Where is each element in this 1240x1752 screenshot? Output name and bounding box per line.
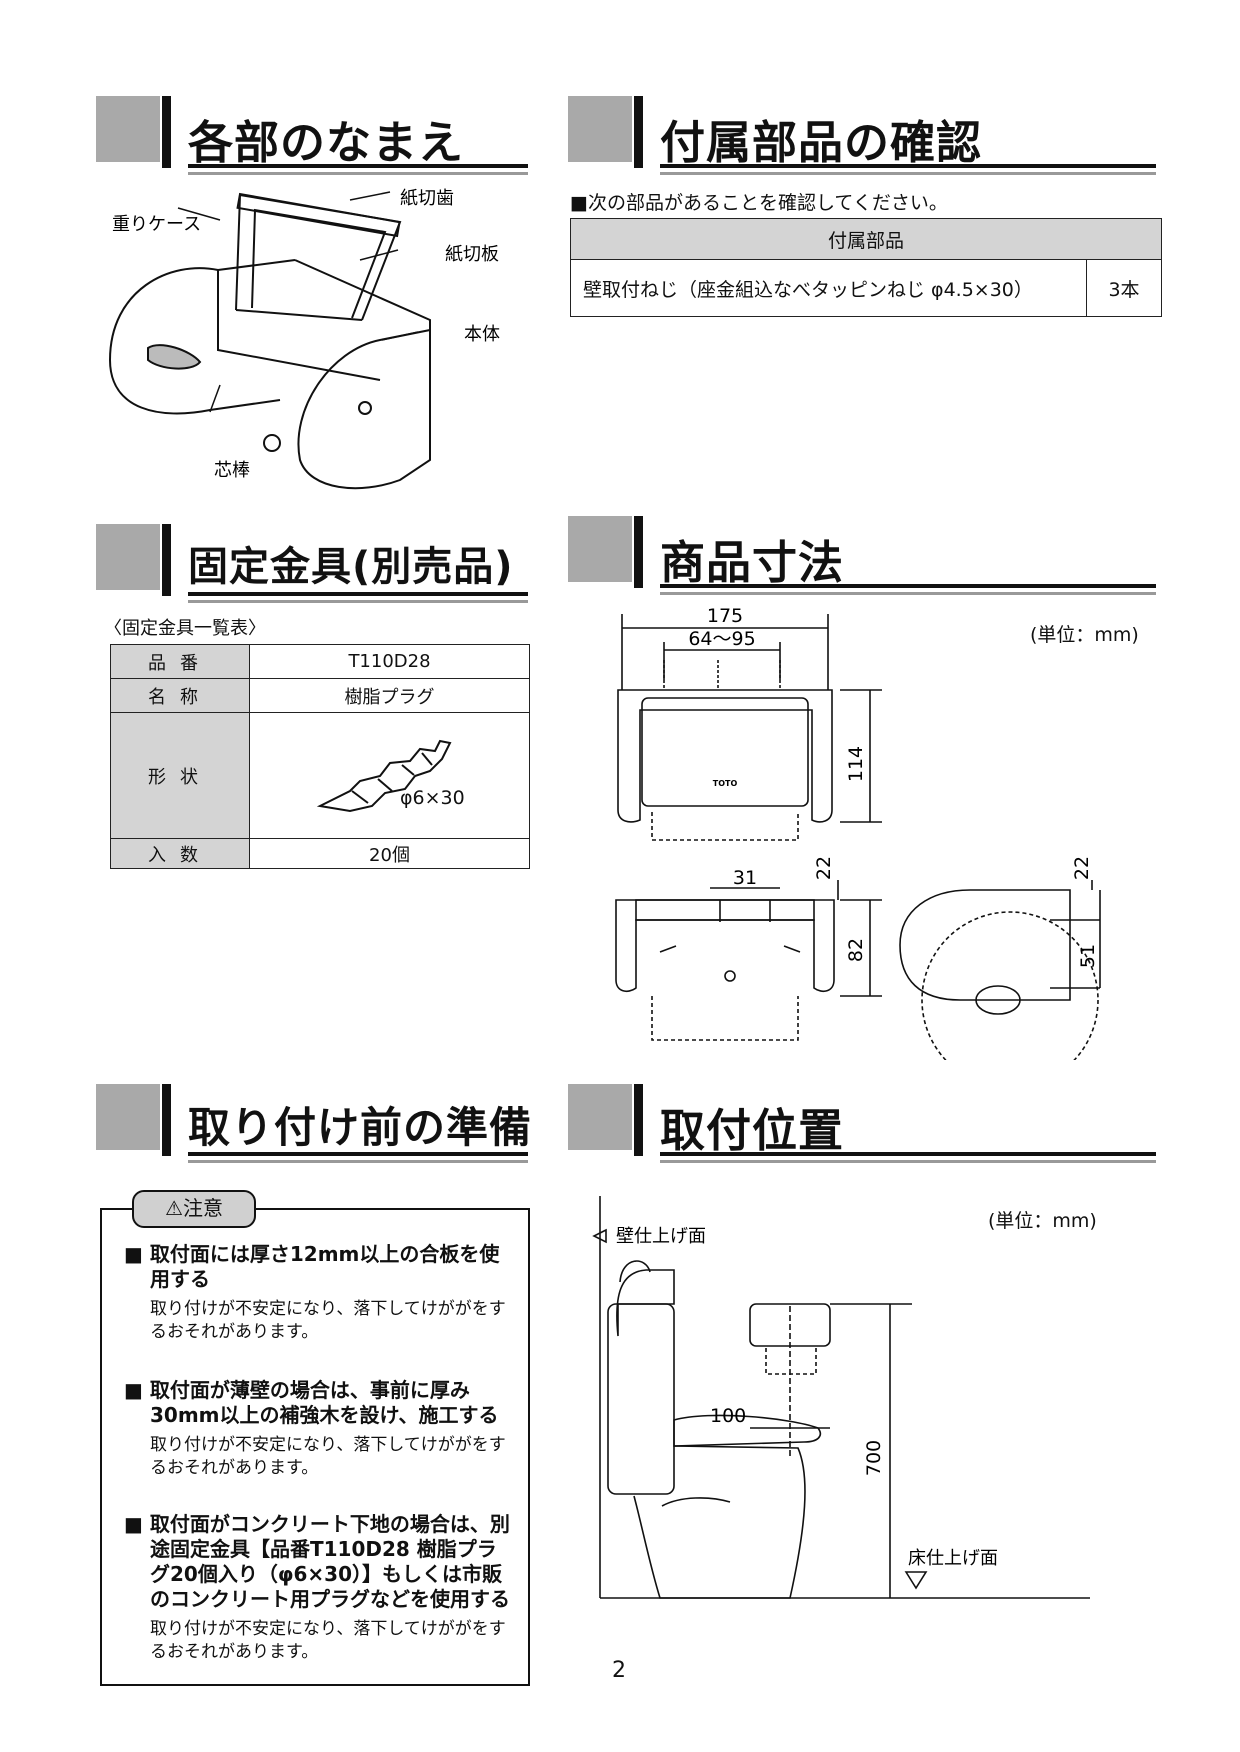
dim-side-pitch: 51 — [1077, 944, 1099, 968]
accessory-table: 付属部品 壁取付ねじ（座金組込なべタッピンねじ φ4.5×30） 3本 — [570, 218, 1162, 317]
section-preparation: 取り付け前の準備 — [96, 1084, 531, 1164]
name-label: 名称 — [110, 678, 250, 713]
caution-box: ■ 取付面には厚さ12mm以上の合板を使用する 取り付けが不安定になり、落下して… — [100, 1208, 530, 1686]
section-title: 固定金具(別売品) — [188, 544, 514, 590]
section-install-position: 取付位置 — [568, 1084, 1158, 1164]
section-title: 各部のなまえ — [188, 116, 465, 169]
page-number: 2 — [612, 1658, 626, 1683]
position-drawing: 壁仕上げ面 100 700 床仕上げ面 — [592, 1196, 1090, 1599]
dim-top-offset: 22 — [813, 856, 835, 880]
shape-value: φ6×30 — [400, 787, 465, 809]
dim-screw-pitch: 64〜95 — [688, 628, 755, 650]
caution-item: ■ 取付面が薄壁の場合は、事前に厚み30mm以上の補強木を設け、施工する 取り付… — [124, 1378, 506, 1478]
fixing-table: 品番 T110D28 名称 樹脂プラグ 形状 φ6×30 入数 20個 — [110, 644, 530, 869]
name-value: 樹脂プラグ — [249, 678, 530, 713]
caution-tag: ⚠注意 — [132, 1190, 256, 1228]
accessory-header: 付属部品 — [570, 218, 1162, 260]
shape-cell: φ6×30 — [249, 712, 530, 839]
accessory-item-qty: 3本 — [1086, 259, 1162, 317]
caution-item: ■ 取付面には厚さ12mm以上の合板を使用する 取り付けが不安定になり、落下して… — [124, 1242, 506, 1342]
dim-width: 175 — [707, 605, 743, 627]
section-title: 取り付け前の準備 — [188, 1103, 533, 1152]
label-cutter-teeth: 紙切歯 — [400, 188, 454, 209]
plug-icon — [316, 739, 452, 813]
section-accessory-check: 付属部品の確認 — [568, 96, 1158, 176]
dim-side-top: 22 — [1071, 856, 1093, 880]
part-no-value: T110D28 — [249, 644, 530, 679]
brand-mark: TOTO — [713, 779, 738, 788]
dim-depth: 82 — [845, 938, 867, 962]
part-no-label: 品番 — [110, 644, 250, 679]
dim-install-height: 700 — [863, 1440, 885, 1476]
label-cutter-plate: 紙切板 — [445, 244, 499, 265]
dimensions-drawing: 175 64〜95 114 TOTO 22 31 82 22 51 — [615, 605, 1101, 1060]
label-body: 本体 — [464, 324, 500, 345]
section-dimensions: 商品寸法 — [568, 516, 1158, 596]
qty-value: 20個 — [249, 838, 530, 869]
caution-item: ■ 取付面がコンクリート下地の場合は、別途固定金具【品番T110D28 樹脂プラ… — [124, 1512, 510, 1662]
qty-label: 入数 — [110, 838, 250, 869]
position-unit: (単位：mm) — [988, 1210, 1097, 1232]
dimensions-unit: (単位：mm) — [1030, 624, 1139, 646]
accessory-intro: ■次の部品があることを確認してください。 — [570, 192, 948, 214]
floor-label: 床仕上げ面 — [908, 1548, 998, 1569]
label-weight-case: 重りケース — [112, 214, 201, 235]
parts-illustration: 紙切歯 重りケース 紙切板 本体 芯棒 — [108, 188, 500, 490]
dim-inner-width: 31 — [733, 867, 757, 889]
label-core-rod: 芯棒 — [214, 460, 250, 481]
accessory-item-name: 壁取付ねじ（座金組込なべタッピンねじ φ4.5×30） — [570, 259, 1087, 317]
dim-height: 114 — [845, 746, 867, 782]
fixing-caption: 〈固定金具一覧表〉 — [104, 618, 266, 639]
section-title: 付属部品の確認 — [660, 116, 983, 169]
shape-label: 形状 — [110, 712, 250, 839]
dim-offset: 100 — [710, 1405, 746, 1427]
section-title: 商品寸法 — [660, 536, 845, 589]
wall-label: 壁仕上げ面 — [616, 1226, 706, 1247]
section-fixing-hardware: 固定金具(別売品) — [96, 524, 528, 604]
section-parts-names: 各部のなまえ — [96, 96, 528, 176]
section-title: 取付位置 — [660, 1104, 845, 1157]
